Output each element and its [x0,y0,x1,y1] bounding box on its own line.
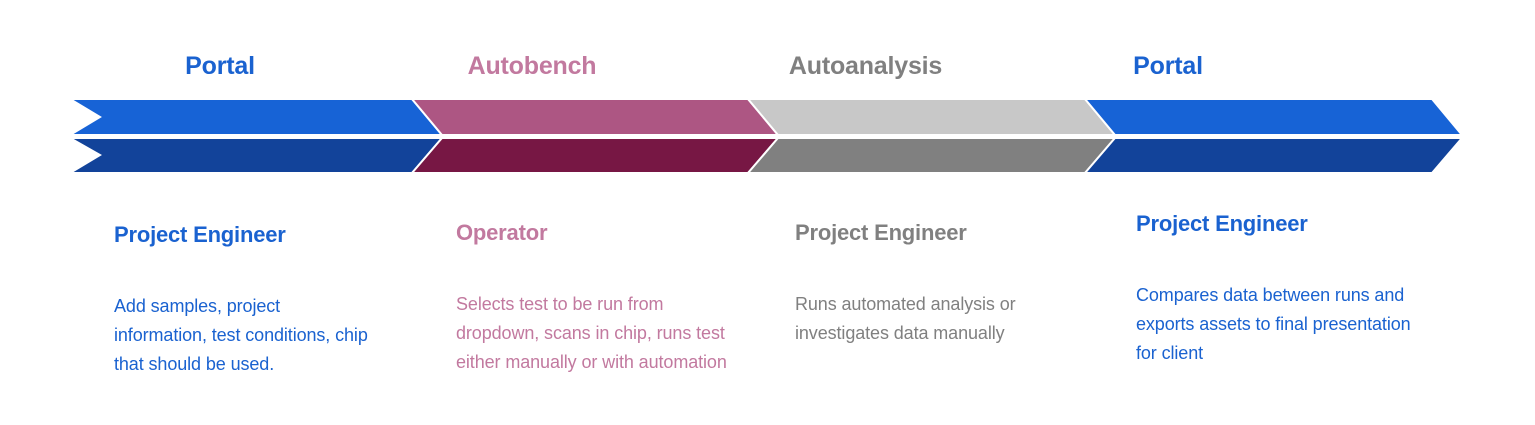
stage-description-2: Selects test to be run from dropdown, sc… [456,294,727,372]
stage-column-3: Project Engineer Runs automated analysis… [795,220,1075,348]
chevron-segment-2 [409,98,781,174]
stage-role-4: Project Engineer [1136,211,1308,236]
chevron-segment-3-top [745,98,1118,136]
chevron-segment-1-bottom [66,137,445,174]
chevron-segment-3-bottom [745,137,1118,174]
stage-header-3: Autoanalysis [788,52,943,80]
stage-description-3: Runs automated analysis or investigates … [795,294,1016,343]
chevron-segment-1-top [66,98,445,136]
stage-description-4: Compares data between runs and exports a… [1136,285,1411,363]
chevron-segment-2-bottom [409,137,781,174]
stage-role-1: Project Engineer [114,222,286,247]
chevron-segment-3 [745,98,1118,174]
chevron-segment-4-bottom [1082,137,1465,174]
stage-column-1: Project Engineer Add samples, project in… [114,222,384,379]
stage-description-1: Add samples, project information, test c… [114,296,368,374]
chevron-segment-2-top [409,98,781,136]
stage-column-4: Project Engineer Compares data between r… [1136,211,1426,368]
chevron-segment-1 [66,98,445,174]
stage-role-3: Project Engineer [795,220,967,245]
stage-column-2: Operator Selects test to be run from dro… [456,220,736,377]
chevron-band [0,97,1535,175]
chevron-segment-4-top [1082,98,1465,136]
stage-role-2: Operator [456,220,548,245]
stage-header-2: Autobench [467,52,597,80]
chevron-segment-4 [1082,98,1465,174]
stage-header-4: Portal [1133,52,1203,80]
stage-header-1: Portal [185,52,255,80]
